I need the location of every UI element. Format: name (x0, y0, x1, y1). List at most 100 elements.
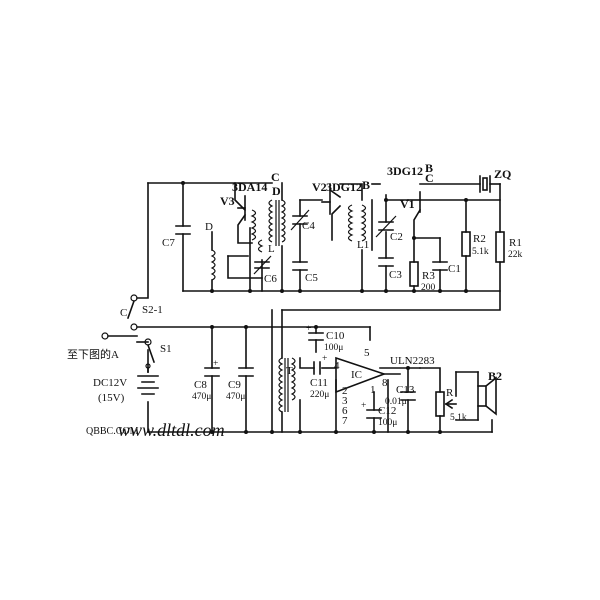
resistor-r1 (495, 231, 505, 263)
transformer-t (278, 357, 296, 413)
transistor-v1 (407, 191, 421, 213)
v2-type-label: 3DG12 (326, 180, 362, 194)
transformer-top (268, 199, 286, 246)
transistor-v2 (321, 189, 331, 215)
v2-label: V2 (312, 180, 327, 194)
audio-section-wires (136, 309, 493, 433)
capacitor-c5 (292, 261, 308, 271)
resistor-r2 (461, 231, 471, 257)
c13-value: 0.01μ (385, 397, 407, 407)
v3-type-label: 3DA14 (232, 180, 267, 194)
v3-pin-c-label: C (271, 170, 280, 184)
c12-value: 100μ (378, 418, 397, 428)
watermark: QBBC.COM www.dltdl.com (86, 420, 225, 440)
s1-label: S1 (160, 343, 172, 355)
c9-label: C9 (228, 379, 241, 391)
ic-pin-7: 7 (342, 415, 348, 427)
c10-label: C10 (326, 330, 345, 342)
c8-label: C8 (194, 379, 207, 391)
v3-pin-d-label: D (272, 184, 281, 198)
crystal-zq (479, 175, 491, 193)
ic-pin-8: 8 (382, 377, 388, 389)
svg-text:+: + (361, 401, 366, 411)
r2-value: 5.1k (472, 247, 489, 257)
capacitor-c4 (290, 209, 310, 231)
rf-section-wires (136, 182, 501, 311)
potentiometer-r (435, 391, 454, 417)
capacitor-c3 (378, 257, 394, 267)
v2-pin-b-label: B (362, 178, 370, 192)
r1-value: 22k (508, 250, 523, 260)
t-label: T (286, 365, 293, 377)
v3-label: V3 (220, 194, 235, 208)
ic-pin-3: 3 (342, 395, 348, 407)
c8-value: 470μ (192, 392, 211, 402)
capacitor-c6 (253, 255, 272, 275)
svg-text:+: + (322, 354, 327, 364)
capacitor-c7 (175, 225, 191, 235)
c5-label: C5 (305, 272, 318, 284)
ic-pin-6: 6 (342, 405, 348, 417)
inductor-d (210, 249, 216, 281)
c11-label: C11 (310, 377, 328, 389)
battery (137, 375, 159, 395)
capacitor-c12: + (361, 401, 382, 419)
c9-value: 470μ (226, 392, 245, 402)
watermark-left: QBBC.COM (86, 426, 139, 437)
capacitor-c8: + (204, 359, 220, 377)
transistor-v3 (237, 195, 246, 221)
l1-label: L1 (357, 239, 369, 251)
c6-label: C6 (264, 273, 277, 285)
inductor-l (250, 209, 264, 253)
capacitor-c10: + (306, 324, 324, 341)
c4-label: C4 (302, 220, 315, 232)
inductor-l1 (347, 204, 367, 242)
switch-s2-1 (126, 294, 138, 331)
ic-type-label: ULN2283 (390, 355, 435, 367)
c1-label: C1 (448, 263, 461, 275)
r3-value: 200 (421, 283, 436, 293)
d-label: D (205, 221, 213, 233)
watermark-site: www.dltdl.com (118, 420, 225, 440)
ic-pin-1: 1 (370, 384, 376, 396)
ic-amplifier (335, 356, 401, 394)
junction-dots (181, 181, 468, 434)
r-value: 5.1k (450, 413, 467, 423)
v1-pin-c-label: C (425, 171, 434, 185)
c12-label: C12 (378, 405, 396, 417)
capacitor-c2 (375, 215, 397, 238)
zq-label: ZQ (494, 167, 511, 181)
c10-value: 100μ (324, 343, 343, 353)
c7-label: C7 (162, 237, 175, 249)
c3-label: C3 (389, 269, 402, 281)
switch-s1 (144, 338, 156, 373)
capacitor-c1 (432, 261, 448, 271)
capacitor-c13 (400, 391, 416, 401)
ic-label: IC (351, 369, 362, 381)
labels: 3DA14 C D V3 V2 3DG12 B 3DG12 B C V1 ZQ … (67, 161, 523, 428)
capacitor-c11: + (313, 354, 327, 375)
speaker-b2 (477, 371, 497, 421)
capacitor-c9 (238, 367, 254, 377)
l-label: L (268, 243, 275, 255)
s2-1-label: S2-1 (142, 304, 163, 316)
r1-label: R1 (509, 237, 522, 249)
to-a-label: 至下图的A (67, 347, 119, 361)
c13-label: C13 (396, 384, 415, 396)
r3-label: R3 (422, 270, 435, 282)
c2-label: C2 (390, 231, 403, 243)
r2-label: R2 (473, 233, 486, 245)
s2-pin-label: C (120, 307, 127, 319)
ic-pin-4: 4 (334, 360, 340, 372)
ic-pin-5: 5 (364, 347, 370, 359)
battery-label: DC12V (93, 377, 127, 389)
svg-text:+: + (213, 359, 218, 369)
svg-text:+: + (306, 324, 311, 334)
v1-pin-b-label: B (425, 161, 433, 175)
v1-label: V1 (400, 197, 415, 211)
b2-label: B2 (488, 369, 502, 383)
terminal-a (101, 332, 138, 340)
battery-alt-label: (15V) (98, 392, 125, 404)
ic-pin-2: 2 (342, 385, 348, 397)
